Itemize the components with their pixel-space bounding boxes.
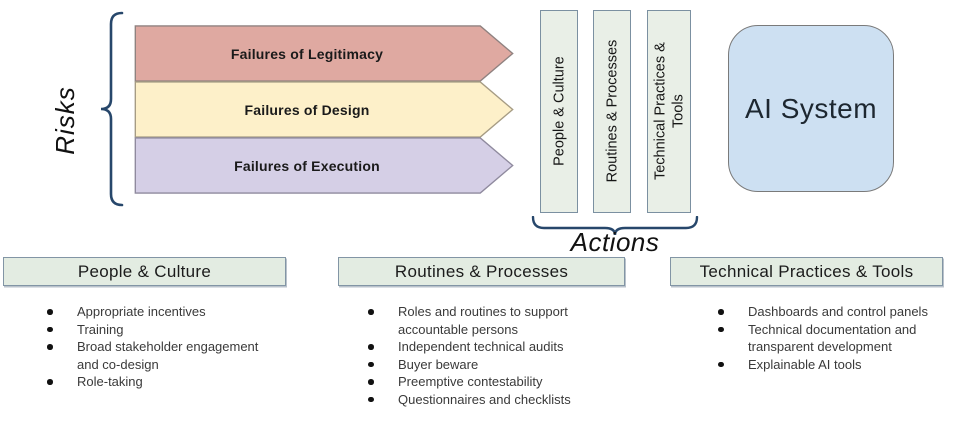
- ai-system-label: AI System: [744, 92, 878, 124]
- action-column-label: Routines & Processes: [603, 40, 620, 183]
- action-column-routines-processes: Routines & Processes: [593, 10, 631, 213]
- section-header: People & Culture: [3, 257, 286, 286]
- arrow-shape: [134, 25, 514, 82]
- list-item: Role-taking: [47, 373, 286, 391]
- list-item: Technical documentation and transparent …: [718, 321, 943, 356]
- bullet-list: Roles and routines to support accountabl…: [338, 303, 625, 408]
- risk-arrow-execution: Failures of Execution: [131, 137, 517, 194]
- section-routines-processes: Routines & Processes Roles and routines …: [338, 257, 625, 408]
- section-people-culture: People & Culture Appropriate incentives …: [3, 257, 286, 391]
- risks-label: Risks: [36, 70, 94, 170]
- section-technical-practices: Technical Practices & Tools Dashboards a…: [670, 257, 943, 373]
- bullet-list: Appropriate incentives Training Broad st…: [3, 303, 286, 391]
- bullet-list: Dashboards and control panels Technical …: [670, 303, 943, 373]
- risks-label-text: Risks: [49, 85, 80, 155]
- action-column-technical-practices: Technical Practices & Tools: [647, 10, 691, 213]
- list-item: Buyer beware: [368, 356, 625, 374]
- risk-arrow-label: Failures of Legitimacy: [230, 45, 384, 62]
- list-item: Preemptive contestability: [368, 373, 625, 391]
- risk-arrow-design: Failures of Design: [131, 81, 517, 138]
- list-item: Appropriate incentives: [47, 303, 286, 321]
- section-header: Routines & Processes: [338, 257, 625, 286]
- section-header: Technical Practices & Tools: [670, 257, 943, 286]
- actions-label: Actions: [570, 227, 660, 257]
- list-item: Dashboards and control panels: [718, 303, 943, 321]
- ai-system-box: AI System: [728, 25, 894, 192]
- list-item: Questionnaires and checklists: [368, 391, 625, 409]
- list-item: Broad stakeholder engagement and co-desi…: [47, 338, 286, 373]
- risk-arrow-legitimacy: Failures of Legitimacy: [131, 25, 517, 82]
- list-item: Roles and routines to support accountabl…: [368, 303, 625, 338]
- list-item: Independent technical audits: [368, 338, 625, 356]
- arrow-shape: [134, 137, 514, 194]
- action-column-label: People & Culture: [550, 56, 567, 167]
- action-column-people-culture: People & Culture: [540, 10, 578, 213]
- risk-arrow-label: Failures of Design: [244, 101, 370, 118]
- list-item: Training: [47, 321, 286, 339]
- risk-arrow-label: Failures of Execution: [234, 157, 380, 174]
- list-item: Explainable AI tools: [718, 356, 943, 374]
- risks-brace: [100, 11, 124, 207]
- actions-brace: [531, 216, 699, 236]
- action-column-label: Technical Practices & Tools: [651, 42, 686, 181]
- arrow-shape: [134, 81, 514, 138]
